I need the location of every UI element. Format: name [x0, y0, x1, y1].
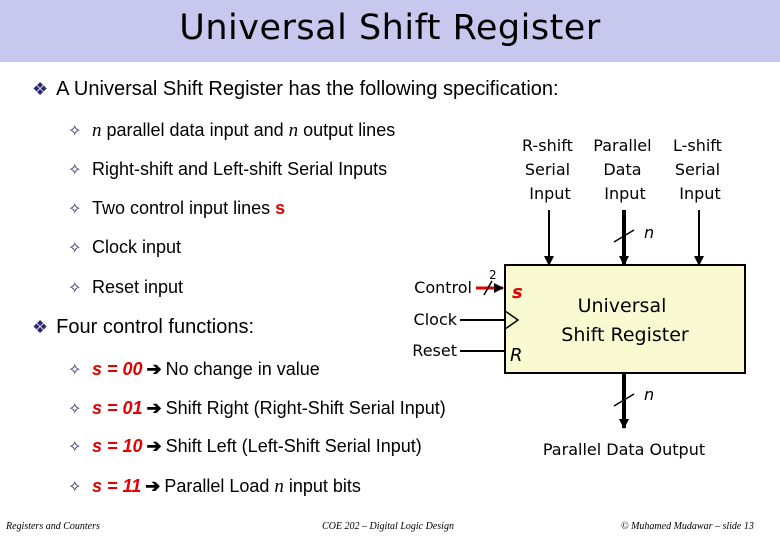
star-bullet-icon: ✧: [68, 123, 82, 140]
pin-r: R: [510, 345, 523, 366]
function-desc: Shift Left (Left-Shift Serial Input): [165, 436, 422, 456]
diamond-bullet-icon: ❖: [32, 79, 49, 99]
var-n: n: [92, 120, 102, 141]
right-arrow-icon: ➔: [146, 436, 162, 456]
function-desc: No change in value: [165, 359, 320, 379]
bullet-functions: ❖ Four control functions:: [32, 316, 254, 339]
heading-spec: A Universal Shift Register has the follo…: [56, 78, 559, 100]
star-bullet-icon: ✧: [68, 439, 82, 456]
control-label: Control: [414, 278, 472, 297]
heading-functions: Four control functions:: [56, 316, 255, 338]
star-bullet-icon: ✧: [68, 280, 82, 297]
bus-width-out: n: [644, 385, 654, 404]
spec-item: ✧ Clock input: [68, 237, 181, 258]
var-n: n: [288, 120, 299, 141]
star-bullet-icon: ✧: [68, 162, 82, 179]
star-bullet-icon: ✧: [68, 401, 82, 418]
rshift-label: R-shift Serial Input: [522, 136, 578, 203]
clock-label: Clock: [414, 310, 458, 329]
function-code: s = 11: [92, 476, 142, 496]
star-bullet-icon: ✧: [68, 479, 82, 496]
function-code: s = 10: [92, 436, 143, 456]
spec-item: ✧ Right-shift and Left-shift Serial Input…: [68, 159, 387, 180]
footer-right: © Muhamed Mudawar – slide 13: [621, 521, 754, 532]
right-arrow-icon: ➔: [146, 359, 162, 379]
function-desc: Parallel Load: [164, 476, 275, 496]
spec-text: Right-shift and Left-shift Serial Inputs: [92, 159, 388, 179]
bus-slash: [613, 229, 635, 243]
function-item: ✧ s = 01➔Shift Right (Right-Shift Serial …: [68, 398, 446, 419]
right-arrow-icon: ➔: [146, 398, 162, 418]
bullet-spec: ❖ A Universal Shift Register has the foll…: [32, 78, 559, 101]
footer-left: Registers and Counters: [6, 521, 100, 532]
star-bullet-icon: ✧: [68, 240, 82, 257]
bus-width-in: n: [644, 223, 654, 242]
var-n: n: [274, 476, 284, 497]
control-s: s: [275, 198, 286, 218]
lshift-label: L-shift Serial Input: [673, 136, 727, 203]
function-item: ✧ s = 00➔No change in value: [68, 359, 320, 380]
function-code: s = 00: [92, 359, 143, 379]
title-bar: [0, 0, 780, 62]
diamond-bullet-icon: ❖: [32, 317, 49, 337]
clock-triangle-icon: [504, 310, 520, 330]
slide-title: Universal Shift Register: [179, 8, 601, 48]
parallel-input-label: Parallel Data Input: [593, 136, 656, 203]
bus-slash: [613, 393, 635, 407]
spec-text: Reset input: [92, 277, 184, 297]
spec-item: ✧ Two control input lines s: [68, 198, 285, 219]
spec-item: ✧ Reset input: [68, 277, 183, 298]
spec-item: ✧ n parallel data input and n output line…: [68, 120, 395, 142]
spec-text: Clock input: [92, 237, 182, 257]
output-label: Parallel Data Output: [543, 440, 705, 459]
function-desc: input bits: [283, 476, 361, 496]
spec-text: parallel data input and: [101, 120, 289, 140]
spec-text: output lines: [298, 120, 396, 140]
function-item: ✧ s = 11➔Parallel Load n input bits: [68, 476, 361, 498]
register-label: Universal Shift Register: [561, 295, 689, 346]
spec-text: Two control input lines: [92, 198, 276, 218]
control-slash: [483, 280, 493, 296]
function-desc: Shift Right (Right-Shift Serial Input): [165, 398, 446, 418]
register-box: [504, 264, 746, 374]
function-item: ✧ s = 10➔Shift Left (Left-Shift Serial In…: [68, 436, 422, 457]
function-code: s = 01: [92, 398, 143, 418]
reset-label: Reset: [412, 341, 457, 360]
control-width: 2: [489, 268, 497, 282]
right-arrow-icon: ➔: [145, 476, 161, 496]
star-bullet-icon: ✧: [68, 201, 82, 218]
footer-center: COE 202 – Digital Logic Design: [322, 521, 454, 532]
pin-s: s: [512, 282, 523, 303]
star-bullet-icon: ✧: [68, 362, 82, 379]
